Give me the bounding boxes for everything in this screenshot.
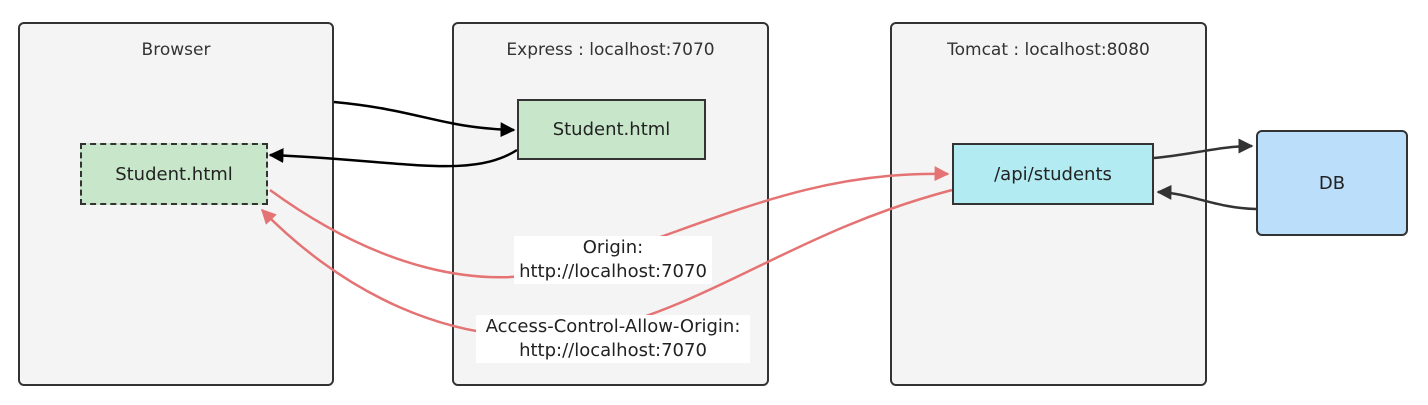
browser-student-html-node: Student.html [80,143,268,205]
origin-label-line1: Origin: [582,237,644,258]
db-node: DB [1256,130,1408,236]
express-panel-title: Express : localhost:7070 [506,40,715,60]
api-students-label: /api/students [994,163,1112,185]
browser-panel-title: Browser [141,40,211,60]
acao-edge-label: Access-Control-Allow-Origin: http://loca… [476,315,750,363]
api-to-db-arrow [1153,138,1254,160]
origin-edge-label: Origin: http://localhost:7070 [514,236,712,284]
acao-label-line1: Access-Control-Allow-Origin: [485,316,741,337]
express-student-html-label: Student.html [552,119,671,140]
request-arrow [333,100,516,138]
db-label: DB [1318,172,1346,194]
response-arrow [268,148,518,168]
api-students-node: /api/students [952,143,1154,205]
origin-label-line2: http://localhost:7070 [519,261,707,282]
express-student-html-node: Student.html [517,99,706,160]
acao-label-line2: http://localhost:7070 [519,340,707,361]
tomcat-panel-title: Tomcat : localhost:8080 [947,40,1150,60]
browser-student-html-label: Student.html [115,163,233,185]
db-to-api-arrow [1156,184,1257,211]
